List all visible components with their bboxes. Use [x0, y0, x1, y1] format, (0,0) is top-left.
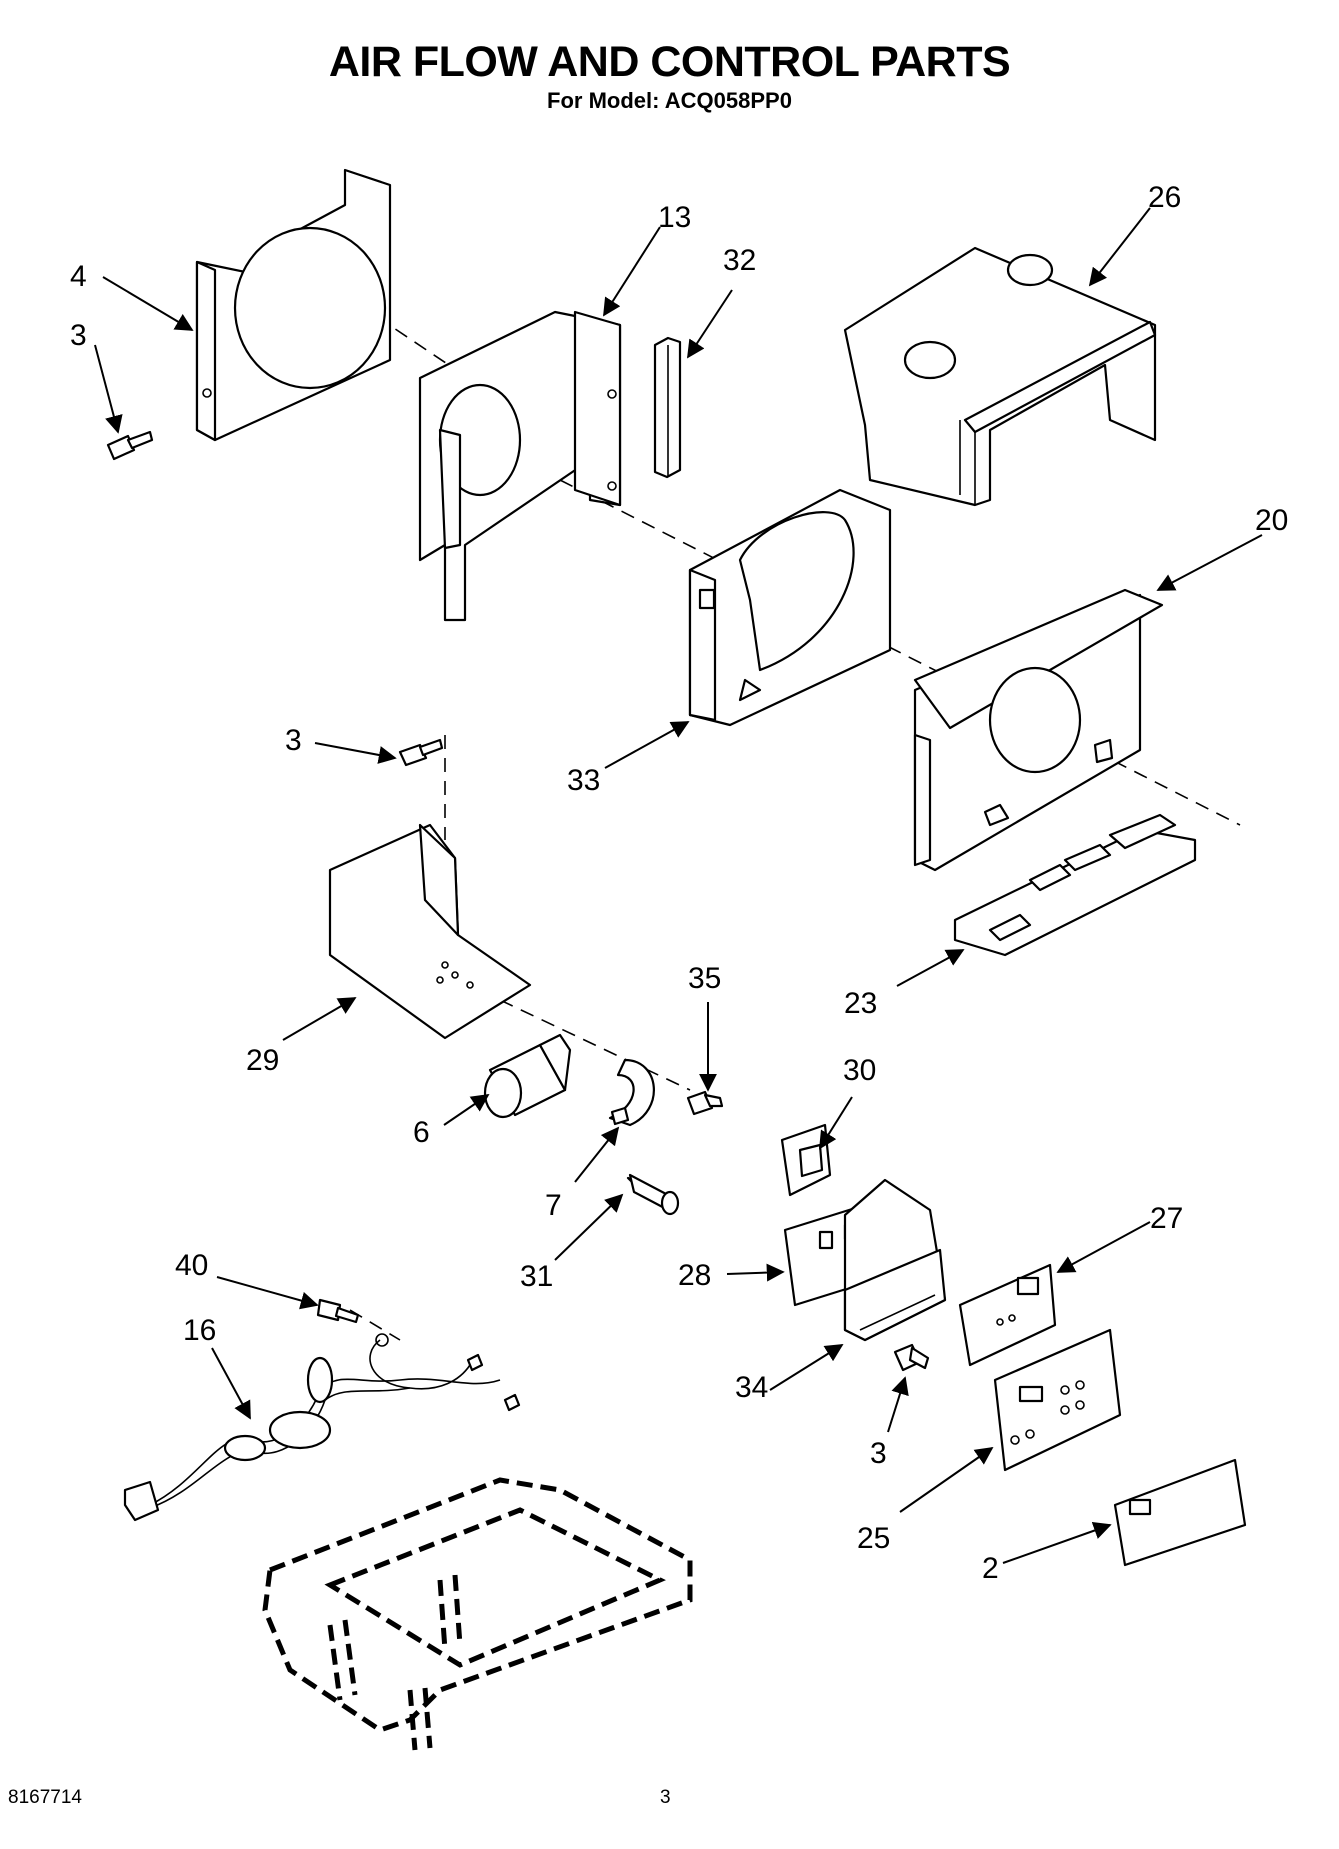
part-31-cylinder — [626, 1173, 680, 1216]
part-32-seal-strip — [653, 336, 682, 479]
callout-26: 26 — [1148, 181, 1181, 214]
part-29-bracket — [328, 823, 532, 1040]
part-4-shroud — [195, 168, 392, 442]
part-16-wire-harness — [123, 1333, 521, 1522]
callout-4: 4 — [70, 260, 87, 293]
part-3-screw-mid — [398, 738, 444, 767]
part-30-transformer — [780, 1123, 832, 1197]
callout-3: 3 — [285, 724, 302, 757]
part-35-screw — [686, 1090, 724, 1116]
callout-7: 7 — [545, 1189, 562, 1222]
document-number: 8167714 — [8, 1787, 82, 1808]
callout-28: 28 — [678, 1259, 711, 1292]
part-40-screw — [316, 1298, 360, 1324]
callout-30: 30 — [843, 1054, 876, 1087]
model-subtitle: For Model: ACQ058PP0 — [547, 88, 792, 113]
part-20-partition — [913, 588, 1164, 872]
page-title: AIR FLOW AND CONTROL PARTS — [328, 38, 1011, 86]
callout-35: 35 — [688, 962, 721, 995]
callout-3: 3 — [70, 319, 87, 352]
callout-3: 3 — [870, 1437, 887, 1470]
callout-labels: 4 3 13 32 26 20 33 3 29 35 23 6 7 30 31 … — [70, 181, 1288, 1585]
part-33-scroll — [688, 488, 892, 727]
part-34-control-bracket — [843, 1178, 947, 1342]
callout-13: 13 — [658, 201, 691, 234]
callout-29: 29 — [246, 1044, 279, 1077]
callout-34: 34 — [735, 1371, 768, 1404]
part-23-tray — [953, 813, 1197, 957]
part-13-orifice — [418, 310, 622, 622]
callout-25: 25 — [857, 1522, 890, 1555]
part-25-control-panel — [993, 1328, 1122, 1472]
base-chassis-outline — [262, 1477, 693, 1751]
callout-20: 20 — [1255, 504, 1288, 537]
callout-32: 32 — [723, 244, 756, 277]
part-3-screw-top — [106, 430, 154, 461]
part-6-capacitor — [483, 1033, 572, 1119]
callout-31: 31 — [520, 1260, 553, 1293]
page-number: 3 — [660, 1787, 671, 1808]
part-26-cover — [843, 246, 1157, 507]
callout-23: 23 — [844, 987, 877, 1020]
part-27-display-board — [958, 1263, 1057, 1367]
part-7-clamp — [608, 1058, 655, 1127]
callout-27: 27 — [1150, 1202, 1183, 1235]
part-3-screw-low — [893, 1343, 930, 1372]
callout-16: 16 — [183, 1314, 216, 1347]
callout-2: 2 — [982, 1552, 999, 1585]
part-2-overlay — [1113, 1458, 1247, 1567]
callout-6: 6 — [413, 1116, 430, 1149]
callout-33: 33 — [567, 764, 600, 797]
leader-arrows — [94, 207, 1263, 1564]
callout-40: 40 — [175, 1249, 208, 1282]
